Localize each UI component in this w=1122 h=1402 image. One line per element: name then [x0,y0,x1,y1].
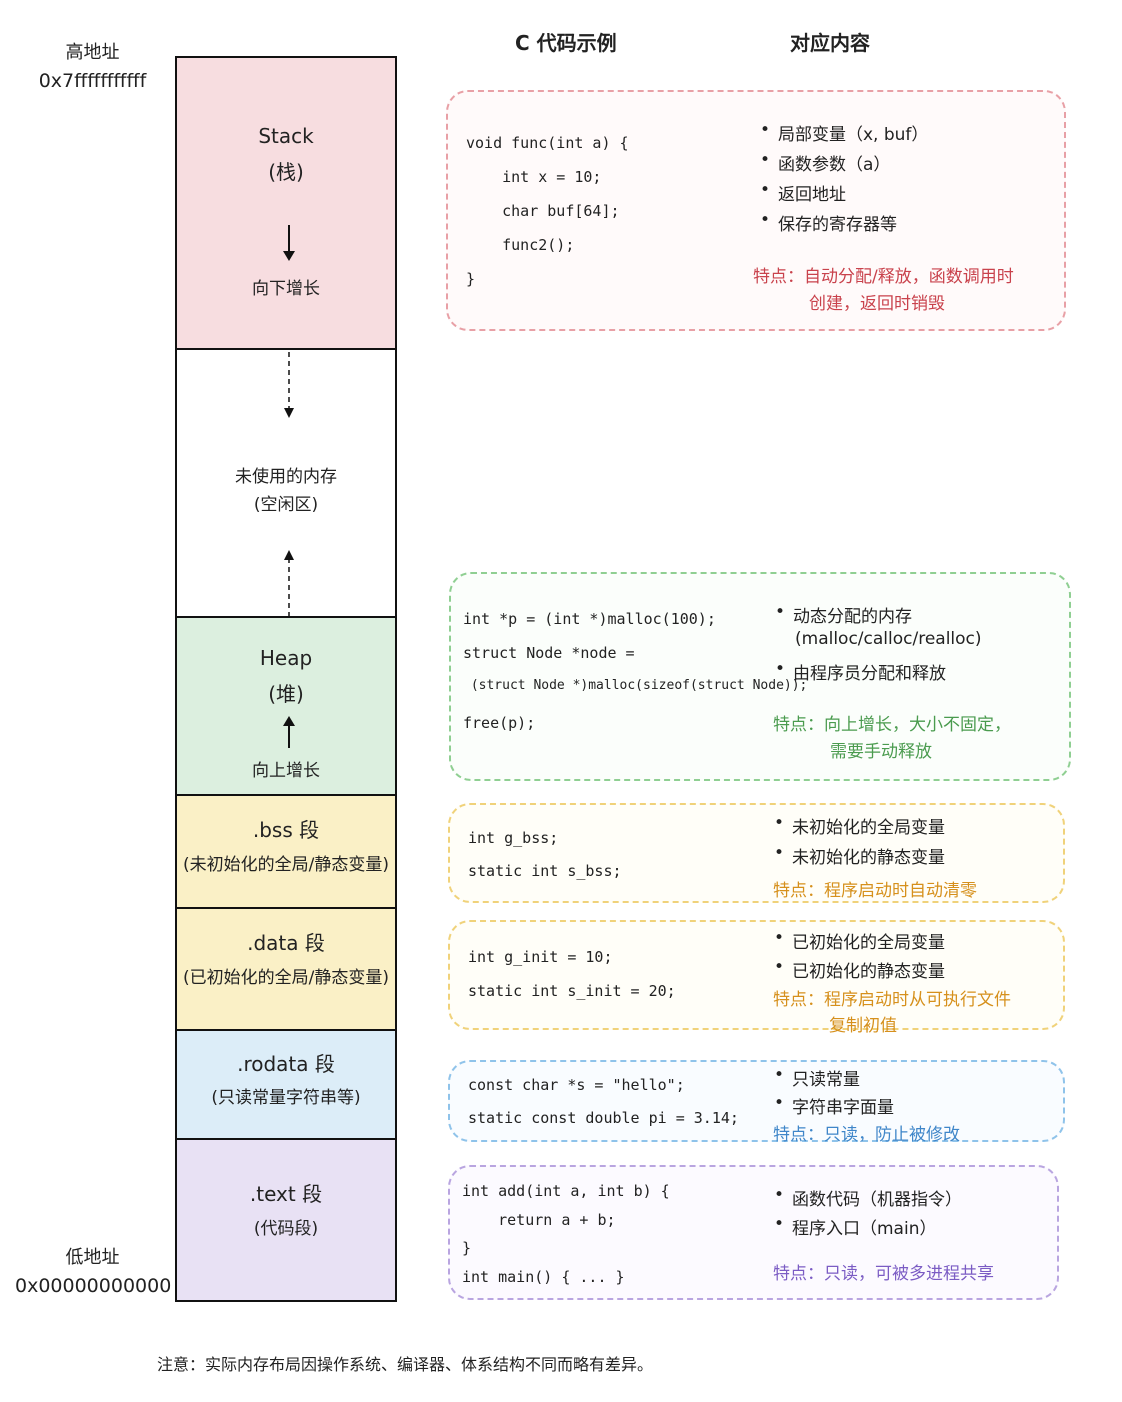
heap-feature: 需要手动释放 [830,742,932,762]
low-address: 低地址 0x00000000000 [15,1243,172,1297]
text-sub: (代码段) [253,1219,319,1239]
heap-sub: (堆) [268,682,304,706]
heap-feature: 特点：向上增长，大小不固定， [773,715,1011,735]
bss-code-line: static int s_bss; [468,862,622,880]
footnote: 注意：实际内存布局因操作系统、编译器、体系结构不同而略有差异。 [157,1355,654,1374]
high-address: 高地址 0x7fffffffffff [20,38,165,92]
low-address-label: 低地址 [65,1247,120,1268]
stack-code-line: void func(int a) { [466,134,629,152]
data-bullet: 已初始化的静态变量 [774,957,945,982]
dashed-down-arrow-icon [284,352,294,418]
text-code-line: } [462,1239,472,1257]
free-memory-name: 未使用的内存 [235,467,337,487]
stack-card: void func(int a) { int x = 10; char buf[… [446,90,1066,331]
data-card: int g_init = 10; static int s_init = 20;… [448,920,1065,1036]
heap-bullet-continuation: (malloc/calloc/realloc) [795,629,982,649]
bss-name: .bss 段 [252,818,320,842]
heap-name: Heap [259,646,313,670]
bss-bullet: 未初始化的全局变量 [774,813,945,838]
bss-segment: .bss 段 (未初始化的全局/静态变量) [177,796,395,909]
rodata-card: const char *s = "hello"; static const do… [448,1060,1065,1145]
stack-code-line: func2(); [466,236,575,254]
high-address-value: 0x7fffffffffff [38,70,147,92]
heap-code-line: int *p = (int *)malloc(100); [463,610,716,628]
rodata-feature: 特点：只读，防止被修改 [773,1125,960,1145]
up-arrow-icon [283,716,295,748]
text-feature: 特点：只读，可被多进程共享 [773,1264,994,1284]
stack-bullet: 保存的寄存器等 [760,210,897,235]
high-address-label: 高地址 [65,42,120,63]
stack-code-line: } [466,270,476,288]
data-code-line: static int s_init = 20; [468,982,676,1000]
rodata-bullet: 字符串字面量 [774,1093,894,1118]
stack-feature: 创建，返回时销毁 [809,294,945,314]
bss-feature: 特点：程序启动时自动清零 [773,881,977,901]
stack-feature: 特点：自动分配/释放，函数调用时 [753,267,1014,287]
text-bullet: 程序入口（main） [774,1214,937,1239]
down-arrow-icon [283,225,295,261]
stack-bullet: 函数参数（a） [760,150,890,175]
text-bullet: 函数代码（机器指令） [774,1185,962,1210]
heap-code-line: free(p); [463,714,536,732]
data-bullet: 已初始化的全局变量 [774,928,945,953]
stack-name: Stack [258,124,314,148]
heap-card: int *p = (int *)malloc(100); struct Node… [449,572,1071,781]
rodata-code-line: const char *s = "hello"; [468,1076,685,1094]
stack-growth: 向下增长 [252,279,320,299]
text-code-line: int main() { ... } [462,1268,625,1286]
stack-bullet: 局部变量（x, buf） [760,120,928,145]
stack-code-line: int x = 10; [466,168,602,186]
heap-growth: 向上增长 [252,761,320,781]
stack-bullet: 返回地址 [760,180,846,205]
data-feature: 特点：程序启动时从可执行文件 [773,990,1011,1010]
heap-bullet: 动态分配的内存 [775,602,912,627]
data-sub: (已初始化的全局/静态变量) [183,968,389,988]
memory-layout-column: Stack (栈) 向下增长 未使用的内存 (空闲区) Heap (堆) 向上增… [175,56,397,1302]
bss-bullet: 未初始化的静态变量 [774,843,945,868]
free-memory-segment: 未使用的内存 (空闲区) [177,350,395,618]
bss-card: int g_bss; static int s_bss; 未初始化的全局变量 未… [448,803,1065,903]
data-feature: 复制初值 [829,1016,897,1036]
data-name: .data 段 [247,931,325,955]
text-card: int add(int a, int b) { return a + b; } … [448,1165,1059,1300]
bss-sub: (未初始化的全局/静态变量) [183,855,389,875]
data-segment: .data 段 (已初始化的全局/静态变量) [177,909,395,1031]
stack-segment: Stack (栈) 向下增长 [177,58,395,350]
rodata-name: .rodata 段 [237,1052,335,1076]
text-name: .text 段 [249,1182,323,1206]
text-code-line: int add(int a, int b) { [462,1182,670,1200]
low-address-value: 0x00000000000 [15,1275,172,1297]
rodata-bullet: 只读常量 [774,1065,860,1090]
stack-sub: (栈) [268,160,304,184]
rodata-sub: (只读常量字符串等) [211,1088,361,1108]
text-segment: .text 段 (代码段) [177,1140,395,1300]
stack-code-line: char buf[64]; [466,202,620,220]
data-code-line: int g_init = 10; [468,948,613,966]
rodata-code-line: static const double pi = 3.14; [468,1109,739,1127]
content-column-header: 对应内容 [790,31,870,55]
heap-code-line: (struct Node *)malloc(sizeof(struct Node… [463,678,808,693]
code-column-header: C 代码示例 [515,31,617,55]
bss-code-line: int g_bss; [468,829,559,847]
heap-segment: Heap (堆) 向上增长 [177,618,395,796]
rodata-segment: .rodata 段 (只读常量字符串等) [177,1031,395,1140]
heap-code-line: struct Node *node = [463,644,635,662]
free-memory-sub: (空闲区) [253,495,319,515]
dashed-up-arrow-icon [284,550,294,616]
heap-bullet: 由程序员分配和释放 [775,659,946,684]
text-code-line: return a + b; [462,1211,616,1229]
